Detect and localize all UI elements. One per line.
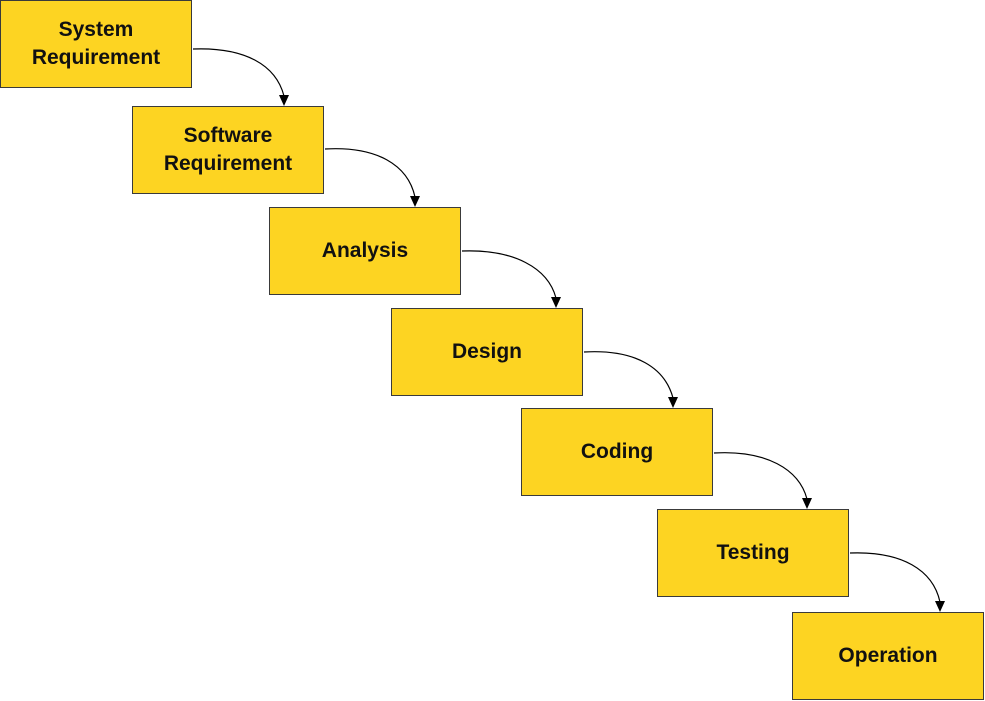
arrow-head-icon: [668, 397, 678, 408]
connector-line: [324, 148, 416, 198]
connector-analysis-to-design: [461, 250, 561, 308]
step-software-requirement: Software Requirement: [132, 106, 324, 194]
connector-line: [461, 250, 557, 299]
connector-testing-to-operation: [849, 552, 945, 612]
connector-line: [192, 48, 285, 97]
connector-line: [713, 452, 808, 500]
step-design: Design: [391, 308, 583, 396]
arrow-head-icon: [410, 196, 420, 207]
step-testing: Testing: [657, 509, 849, 597]
connector-design-to-coding: [583, 351, 678, 408]
arrow-head-icon: [935, 601, 945, 612]
connector-line: [849, 552, 941, 603]
step-analysis: Analysis: [269, 207, 461, 295]
connector-software-to-analysis: [324, 148, 420, 207]
arrow-head-icon: [551, 297, 561, 308]
connector-line: [583, 351, 674, 399]
step-coding: Coding: [521, 408, 713, 496]
step-operation: Operation: [792, 612, 984, 700]
connector-coding-to-testing: [713, 452, 812, 509]
step-system-requirement: System Requirement: [0, 0, 192, 88]
connector-system-to-software: [192, 48, 289, 106]
arrow-head-icon: [802, 498, 812, 509]
arrow-head-icon: [279, 95, 289, 106]
